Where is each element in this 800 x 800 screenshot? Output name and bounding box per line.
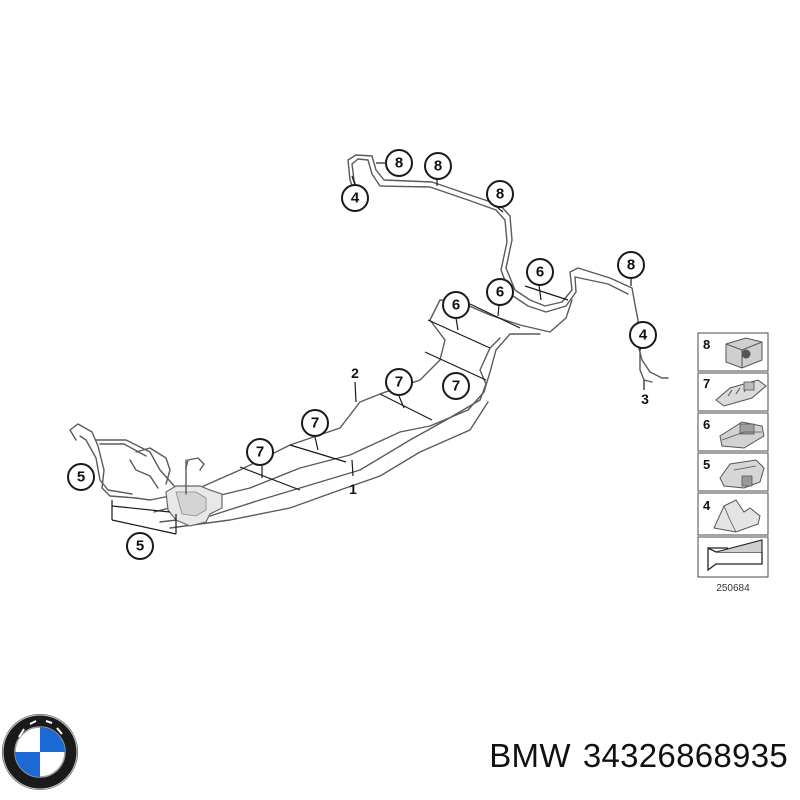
- svg-text:8: 8: [395, 155, 403, 172]
- legend-number: 6: [703, 417, 710, 432]
- svg-text:7: 7: [311, 415, 319, 432]
- reference-number: 250684: [716, 583, 750, 594]
- parts-legend: 8 7 6 5 4: [697, 332, 769, 594]
- legend-number: 8: [703, 337, 710, 352]
- clip-7-icon: [715, 379, 767, 407]
- callout-bubble: 8: [385, 149, 413, 177]
- callout-bubble: 8: [617, 251, 645, 279]
- part-number: 34326868935: [582, 737, 788, 774]
- legend-number: 7: [703, 376, 710, 391]
- callout-bubble: 4: [629, 321, 657, 349]
- label-2: 2: [351, 365, 359, 381]
- callout-bubble: 7: [301, 409, 329, 437]
- part-number-caption: BMW 34326868935: [489, 737, 788, 775]
- callout-bubble: 5: [126, 532, 154, 560]
- svg-text:7: 7: [452, 378, 460, 395]
- svg-text:7: 7: [256, 444, 264, 461]
- clip-5-icon: [719, 459, 765, 489]
- svg-text:4: 4: [351, 190, 360, 207]
- svg-text:8: 8: [496, 186, 504, 203]
- callout-bubble: 6: [442, 291, 470, 319]
- callout-bubble: 6: [526, 258, 554, 286]
- svg-text:8: 8: [627, 257, 635, 274]
- label-1: 1: [349, 481, 357, 497]
- clip-8-icon: [725, 337, 763, 369]
- direction-arrow-icon: [707, 539, 763, 572]
- callout-bubble: 4: [341, 184, 369, 212]
- legend-number: 5: [703, 457, 710, 472]
- svg-text:6: 6: [496, 284, 504, 301]
- svg-text:6: 6: [536, 264, 544, 281]
- clip-4-icon: [713, 499, 761, 533]
- plain-labels: 2 1 3: [349, 365, 649, 497]
- svg-text:5: 5: [77, 469, 85, 486]
- bmw-roundel-icon: [2, 714, 78, 790]
- svg-text:7: 7: [395, 374, 403, 391]
- callout-bubble: 7: [442, 372, 470, 400]
- callout-bubble: 7: [246, 438, 274, 466]
- clip-rungs: [111, 285, 569, 535]
- legend-number: 4: [703, 498, 711, 513]
- svg-text:8: 8: [434, 158, 442, 175]
- svg-text:6: 6: [452, 297, 460, 314]
- callout-bubbles: 8 8 8 4 8 6 6 6 4 7 7 7 7 5 5: [67, 149, 657, 560]
- junction-block: [165, 459, 223, 527]
- callout-bubble: 5: [67, 463, 95, 491]
- callout-bubble: 7: [385, 368, 413, 396]
- callout-bubble: 6: [486, 278, 514, 306]
- callout-bubble: 8: [424, 152, 452, 180]
- svg-text:4: 4: [639, 327, 648, 344]
- brake-pipes: [69, 154, 669, 529]
- callout-bubble: 8: [486, 180, 514, 208]
- clip-6-icon: [719, 421, 765, 449]
- svg-text:5: 5: [136, 538, 144, 555]
- label-3: 3: [641, 391, 649, 407]
- part-maker: BMW: [489, 737, 571, 774]
